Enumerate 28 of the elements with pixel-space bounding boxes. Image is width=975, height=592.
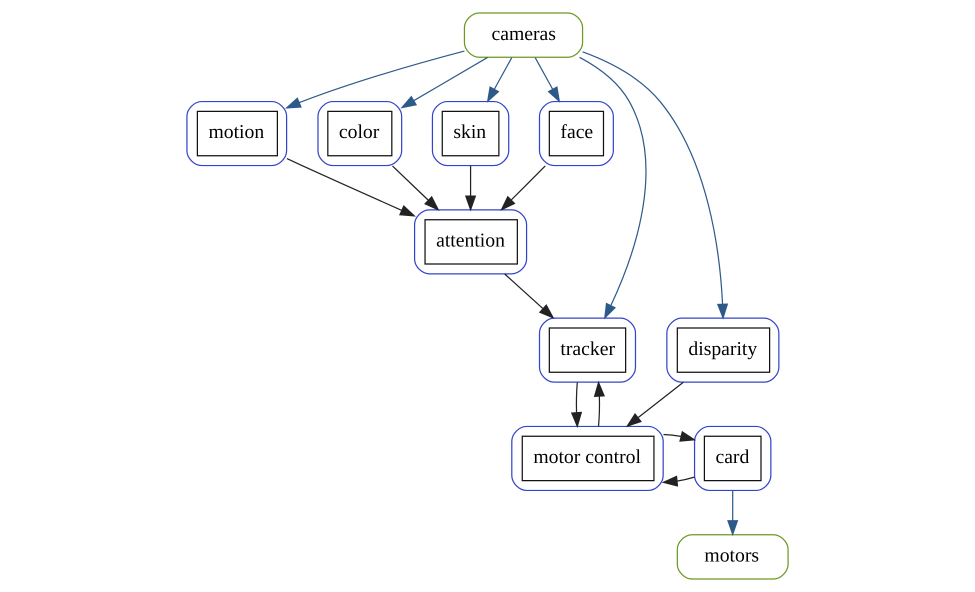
arrow bbox=[500, 166, 546, 211]
arrow bbox=[582, 51, 728, 320]
node-box: card bbox=[694, 426, 772, 492]
arrow bbox=[286, 158, 416, 217]
node-box: attention bbox=[414, 209, 528, 274]
node-box: face bbox=[538, 100, 614, 166]
arrow bbox=[579, 56, 647, 320]
node-box: motors bbox=[676, 534, 789, 580]
node-box: motor control bbox=[511, 426, 664, 492]
node-box: disparity bbox=[666, 318, 780, 383]
arrow bbox=[486, 57, 512, 103]
node-box: cameras bbox=[464, 12, 584, 58]
node-box: color bbox=[317, 100, 402, 166]
arrow bbox=[663, 430, 696, 442]
arrow bbox=[392, 166, 440, 211]
arrow bbox=[464, 166, 476, 212]
node-box: skin bbox=[432, 100, 510, 166]
arrow bbox=[400, 56, 488, 109]
arrow bbox=[594, 380, 605, 426]
arrow bbox=[727, 490, 738, 536]
node-box: tracker bbox=[538, 318, 636, 383]
arrow bbox=[504, 274, 554, 320]
arrow bbox=[570, 382, 582, 428]
arrow bbox=[662, 476, 694, 487]
arrow bbox=[534, 57, 560, 103]
arrow bbox=[626, 382, 684, 428]
arrow bbox=[284, 50, 465, 109]
node-box: motion bbox=[186, 100, 288, 166]
